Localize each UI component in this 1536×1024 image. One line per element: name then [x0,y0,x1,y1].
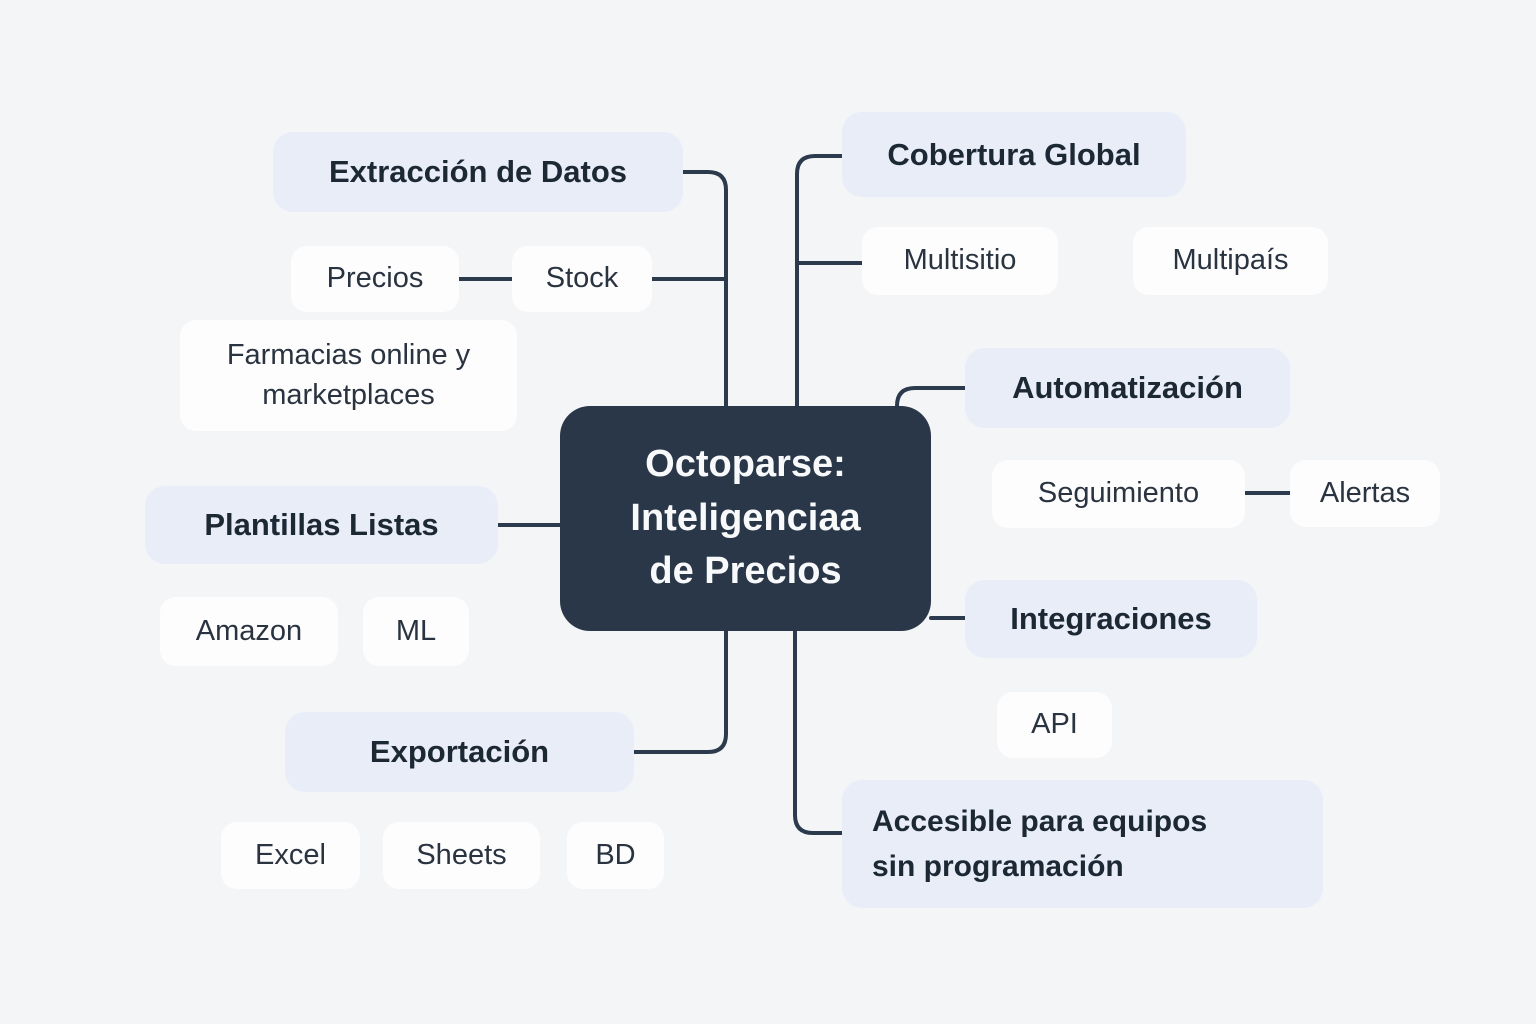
leaf-api-label: API [1031,708,1078,741]
center-node-label: Octoparse: Inteligenciaa de Precios [630,442,861,593]
branch-integraciones-label: Integraciones [1010,601,1212,636]
leaf-node-multisitio: Multisitio [862,227,1058,295]
leaf-seguimiento-label: Seguimiento [1037,477,1200,510]
branch-node-integraciones: Integraciones [965,580,1257,658]
leaf-node-farmacias: Farmacias online y marketplaces [180,320,517,431]
leaf-amazon-label: Amazon [195,614,303,647]
branch-accesible-label: Accesible para equipos sin programación [872,805,1208,883]
branch-node-plantillas: Plantillas Listas [145,486,498,564]
leaf-node-ml: ML [363,597,469,666]
branch-node-cobertura: Cobertura Global [842,112,1186,197]
center-node: Octoparse: Inteligenciaa de Precios [560,406,931,631]
connector-automatizacion-center [895,386,967,408]
branch-automatizacion-label: Automatización [1012,370,1243,405]
leaf-sheets-label: Sheets [416,838,507,871]
connector-cobertura-center [795,154,844,408]
leaf-node-excel: Excel [221,822,360,889]
leaf-stock-label: Stock [545,262,619,295]
leaf-node-precios: Precios [291,246,459,312]
leaf-node-alertas: Alertas [1290,460,1440,527]
leaf-alertas-label: Alertas [1319,476,1411,509]
branch-node-extraccion: Extracción de Datos [273,132,683,212]
leaf-multisitio-label: Multisitio [903,244,1017,277]
leaf-node-sheets: Sheets [383,822,540,889]
branch-node-automatizacion: Automatización [965,348,1290,428]
leaf-excel-label: Excel [255,838,326,871]
leaf-ml-label: ML [395,614,437,647]
leaf-node-multipais: Multipaís [1133,227,1328,295]
leaf-node-api: API [997,692,1112,758]
leaf-node-seguimiento: Seguimiento [992,460,1245,528]
branch-extraccion-label: Extracción de Datos [328,154,628,189]
connector-exportacion-center [632,629,728,754]
leaf-node-bd: BD [567,822,664,889]
leaf-bd-label: BD [595,838,636,871]
branch-cobertura-label: Cobertura Global [887,136,1141,172]
leaf-farmacias-label: Farmacias online y marketplaces [226,339,471,411]
leaf-node-stock: Stock [512,246,652,312]
connector-accesible-center [793,629,844,835]
branch-node-accesible: Accesible para equipos sin programación [842,780,1323,908]
branch-exportacion-label: Exportación [369,734,550,769]
connector-extraccion-center [681,170,728,408]
branch-node-exportacion: Exportación [285,712,634,792]
branch-plantillas-label: Plantillas Listas [204,507,439,542]
leaf-precios-label: Precios [326,262,424,295]
leaf-node-amazon: Amazon [160,597,338,666]
leaf-multipais-label: Multipaís [1172,244,1289,277]
